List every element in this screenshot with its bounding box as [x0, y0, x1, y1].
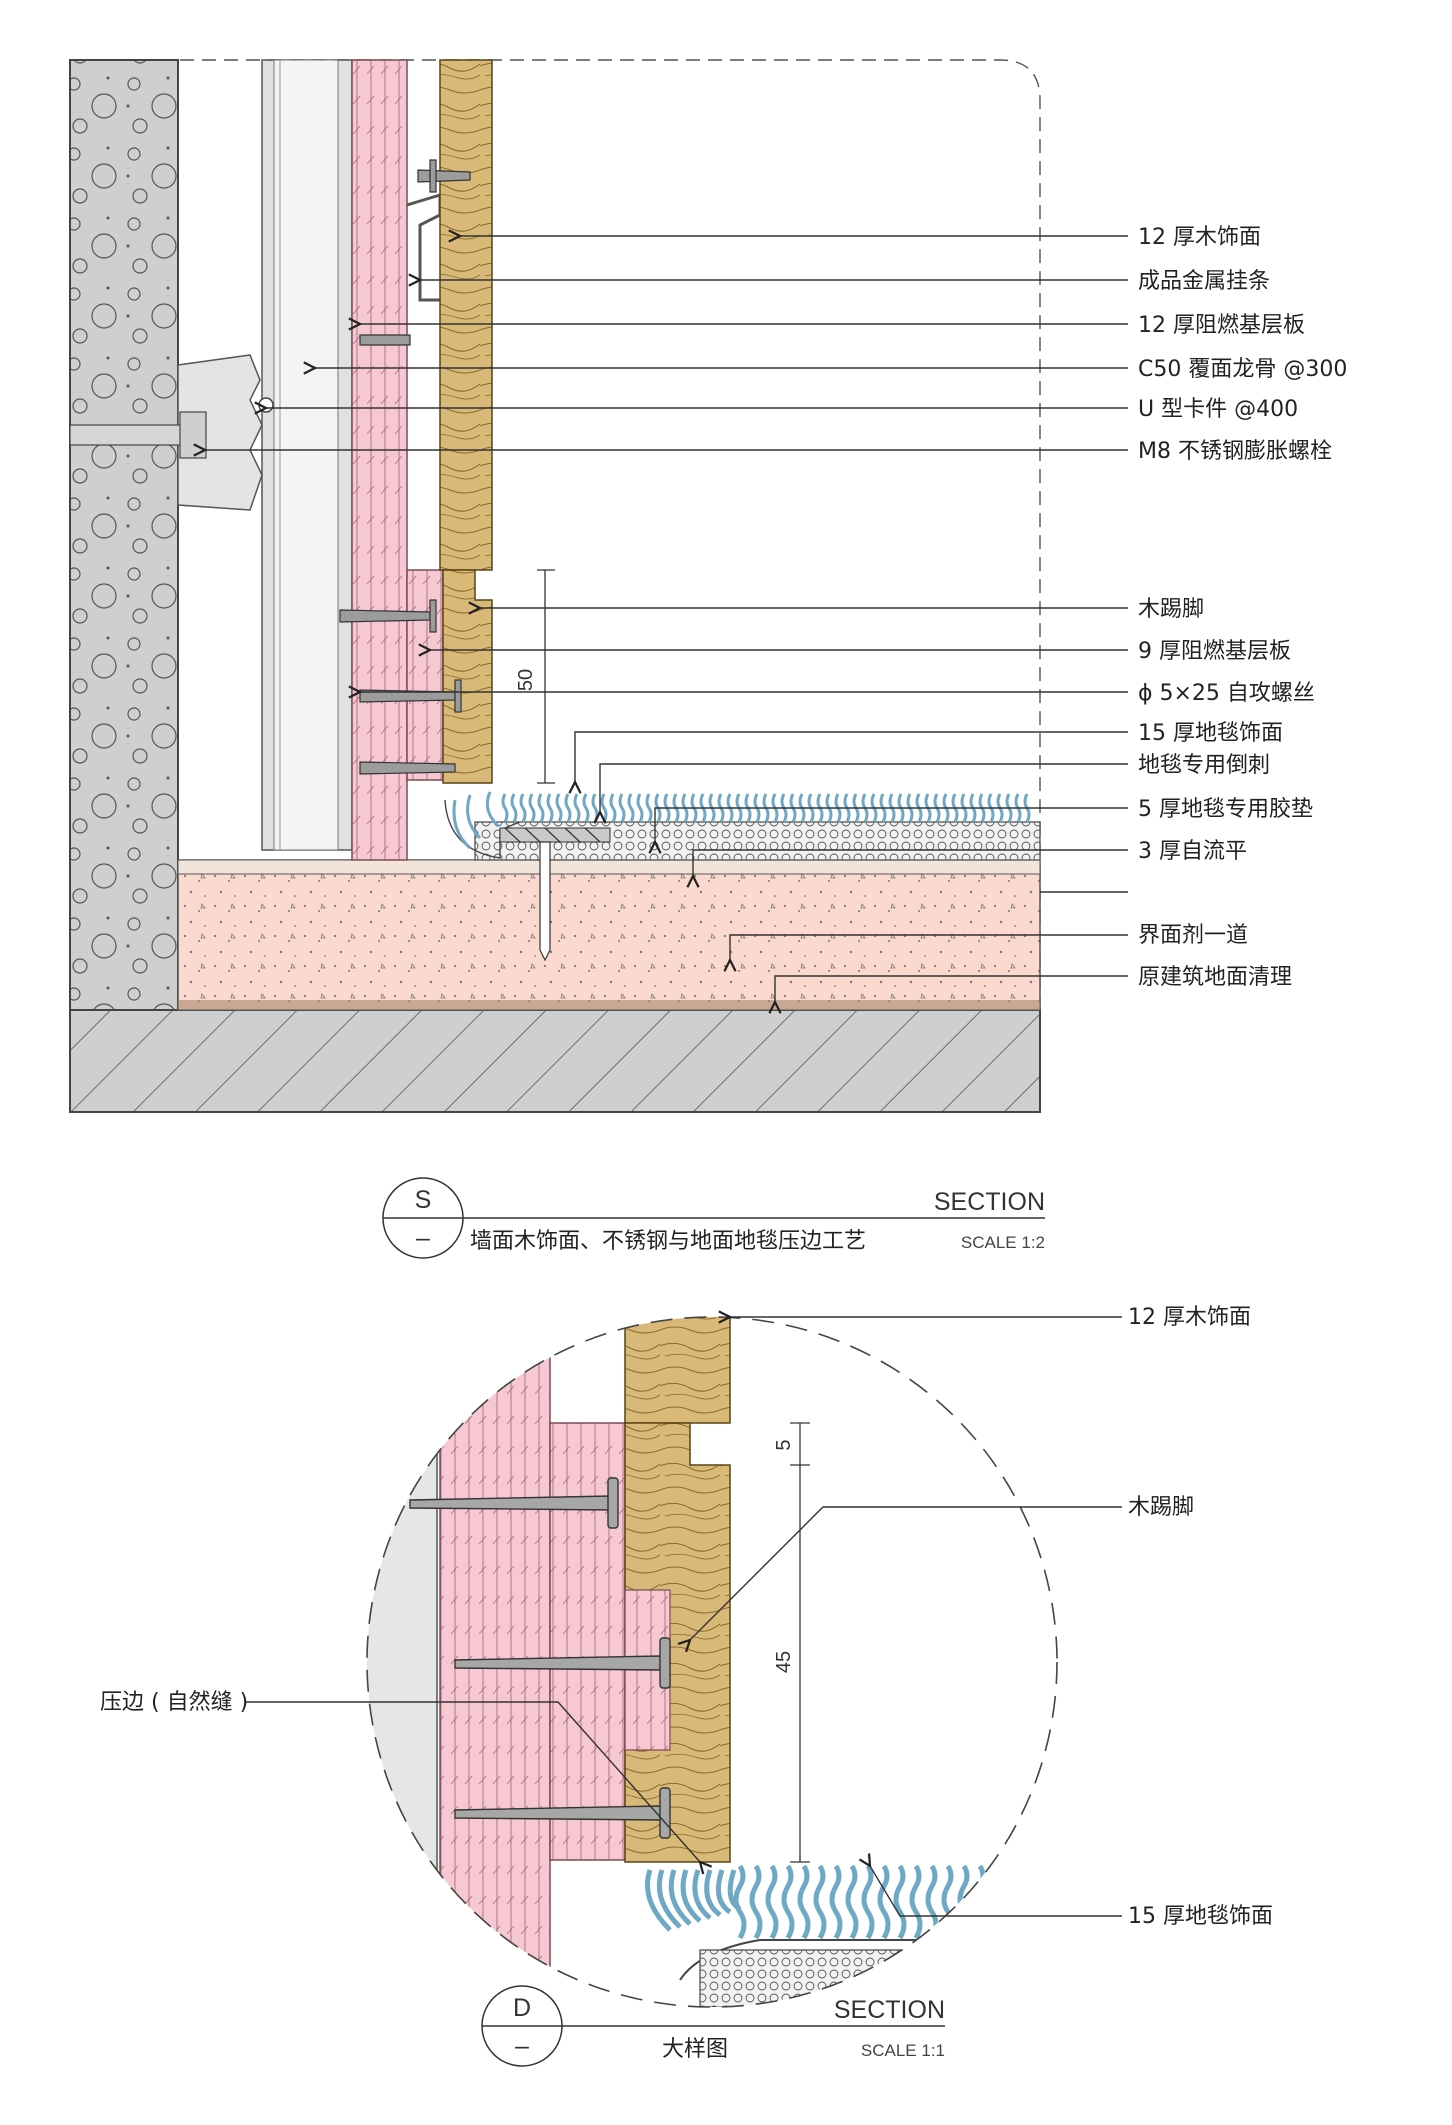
dim-5-text: 5	[773, 1439, 795, 1450]
section-s-mark-sub: –	[416, 1224, 430, 1252]
carpet-tuft	[600, 793, 608, 823]
carpet-tuft	[537, 793, 545, 823]
carpet-tuft	[528, 793, 536, 823]
section-s-title: S – SECTION SCALE 1:2 墙面木饰面、不锈钢与地面地毯压边工艺	[382, 1177, 1045, 1259]
carpet-tuft	[636, 793, 644, 823]
section-d-name: 大样图	[662, 2037, 728, 2062]
carpet-tuft	[609, 793, 617, 823]
section-s-callouts: 12 厚木饰面 成品金属挂条 12 厚阻燃基层板 C50 覆面龙骨 @300 U…	[1138, 225, 1347, 990]
carpet-tuft	[645, 1869, 672, 1932]
section-d-leaders	[245, 1317, 1122, 1917]
callout-pad: 5 厚地毯专用胶垫	[1138, 797, 1313, 822]
section-d-detail	[366, 1316, 1058, 2008]
section-d-title: D – SECTION SCALE 1:1 大样图	[481, 1985, 945, 2067]
d-callout-carpet: 15 厚地毯饰面	[1128, 1904, 1273, 1929]
section-d-label: SECTION	[834, 1996, 945, 2024]
callout-anchor-bolt: M8 不锈钢膨胀螺栓	[1138, 439, 1332, 464]
leader-line	[600, 763, 1128, 812]
carpet-tuft	[627, 793, 635, 823]
callout-c50-stud: C50 覆面龙骨 @300	[1138, 357, 1347, 382]
carpet-tuft	[546, 793, 554, 823]
carpet-tuft	[727, 1869, 742, 1912]
carpet-tuft	[765, 1864, 779, 1940]
carpet-tuft	[1021, 1864, 1035, 1940]
section-d-callouts: 12 厚木饰面 木踢脚 15 厚地毯饰面 压边 ( 自然缝 )	[100, 1305, 1273, 1929]
carpet-tuft	[618, 793, 626, 823]
callout-wood-face: 12 厚木饰面	[1138, 225, 1261, 250]
d-callout-skirting: 木踢脚	[1128, 1495, 1194, 1520]
callout-primer: 界面剂一道	[1138, 923, 1248, 948]
carpet-tuft	[668, 1869, 692, 1926]
carpet-tuft	[877, 1864, 891, 1940]
section-s-scale: SCALE 1:2	[961, 1233, 1045, 1252]
dim-45-text: 45	[773, 1651, 795, 1673]
section-d-scale: SCALE 1:1	[861, 2041, 945, 2060]
callout-tack-strip: 地毯专用倒刺	[1138, 753, 1270, 778]
d-callout-edge: 压边 ( 自然缝 )	[100, 1690, 248, 1715]
carpet-tuft	[591, 793, 599, 823]
section-s-label: SECTION	[934, 1188, 1045, 1216]
section-d-mark: D	[513, 1994, 531, 2022]
carpet-tuft	[845, 1864, 859, 1940]
callout-u-clip: U 型卡件 @400	[1138, 397, 1298, 422]
callout-9-plywood: 9 厚阻燃基层板	[1138, 639, 1291, 664]
carpet-tuft	[797, 1864, 811, 1940]
leader-line	[775, 975, 1128, 1002]
callout-12-plywood: 12 厚阻燃基层板	[1138, 313, 1305, 338]
leader-line	[575, 731, 1128, 782]
carpet-tuft	[749, 1864, 763, 1940]
carpet-tuft	[519, 793, 527, 823]
section-s-leaders	[205, 236, 1128, 1002]
carpet-tuft	[510, 793, 518, 823]
callout-screw: ϕ 5×25 自攻螺丝	[1138, 681, 1315, 706]
carpet-tuft	[692, 1869, 712, 1920]
carpet-tuft	[704, 1869, 722, 1917]
carpet-tuft	[656, 1869, 682, 1929]
d-callout-wood-face: 12 厚木饰面	[1128, 1305, 1251, 1330]
leader-line	[730, 934, 1128, 960]
carpet-tuft	[829, 1864, 843, 1940]
carpet-tuft	[781, 1864, 795, 1940]
section-d-dims: 5 45	[773, 1422, 810, 1863]
dim-50-text: 50	[515, 669, 537, 691]
carpet-tuft	[733, 1864, 747, 1940]
carpet-tuft	[680, 1869, 702, 1923]
carpet-tuft	[1005, 1864, 1019, 1940]
callout-carpet: 15 厚地毯饰面	[1138, 721, 1283, 746]
carpet-tuft	[564, 793, 572, 823]
callout-self-level: 3 厚自流平	[1138, 839, 1247, 864]
carpet-tuft	[582, 793, 590, 823]
carpet-tuft	[555, 793, 563, 823]
carpet-tuft	[813, 1864, 827, 1940]
carpet-tuft	[501, 793, 509, 823]
callout-base-clean: 原建筑地面清理	[1138, 965, 1292, 990]
callout-metal-strip: 成品金属挂条	[1138, 269, 1270, 294]
carpet-tuft	[645, 793, 653, 823]
section-s-mark: S	[415, 1186, 432, 1214]
section-s-detail	[69, 59, 1041, 1113]
dim-50: 50	[515, 569, 555, 784]
callout-skirting: 木踢脚	[1138, 597, 1204, 622]
carpet-tuft	[909, 1864, 923, 1940]
section-s-name: 墙面木饰面、不锈钢与地面地毯压边工艺	[470, 1229, 866, 1254]
carpet-tuft	[989, 1864, 1003, 1940]
carpet-tuft	[1037, 1864, 1051, 1940]
leader-line	[655, 807, 1128, 842]
carpet-tuft	[573, 793, 581, 823]
leader-line	[693, 849, 1128, 876]
carpet-tuft	[893, 1864, 907, 1940]
carpet-tuft	[715, 1869, 732, 1915]
carpet-tuft	[861, 1864, 875, 1940]
section-d-mark-sub: –	[515, 2032, 529, 2060]
